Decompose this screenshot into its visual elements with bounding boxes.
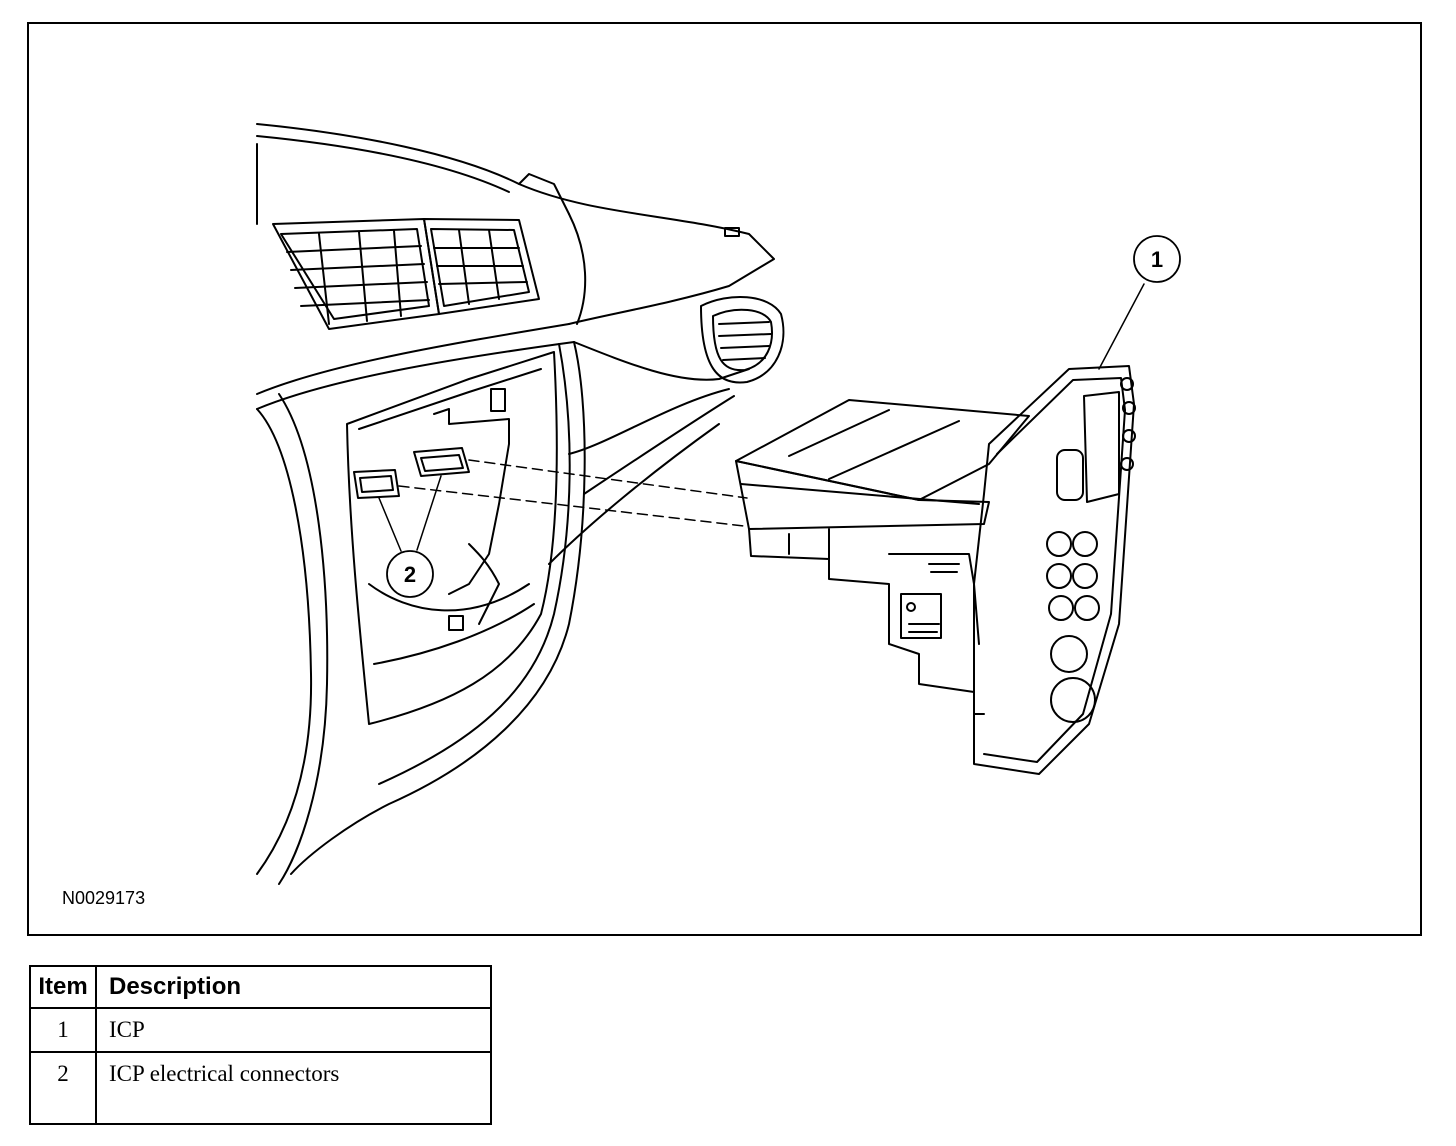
row-description: ICP electrical connectors — [95, 1051, 492, 1125]
row-item: 1 — [29, 1007, 97, 1053]
callout-1-number: 1 — [1151, 247, 1163, 272]
figure-id: N0029173 — [62, 888, 146, 908]
dashboard-outline — [256, 123, 775, 885]
electrical-connector-lower — [353, 469, 400, 499]
callout-2-number: 2 — [404, 562, 416, 587]
callout-1: 1 — [1133, 235, 1181, 283]
table-row: 1 ICP — [29, 1007, 492, 1053]
row-item: 2 — [29, 1051, 97, 1125]
legend-header-row: Item Description — [29, 965, 492, 1009]
header-item: Item — [29, 965, 97, 1009]
callout-2: 2 — [386, 550, 434, 598]
center-air-vents — [272, 218, 540, 330]
table-row: 2 ICP electrical connectors — [29, 1051, 492, 1125]
callout-1-leader — [1098, 283, 1145, 370]
dashboard-illustration: 1 2 — [256, 123, 1181, 885]
alignment-lines — [398, 459, 748, 527]
legend-table: Item Description 1 ICP 2 ICP electrical … — [29, 965, 492, 1125]
icp-module — [735, 365, 1136, 775]
header-description: Description — [95, 965, 492, 1009]
icp-cavity — [346, 351, 558, 725]
side-air-vent — [700, 296, 785, 384]
callout-2-leaders — [378, 475, 442, 552]
electrical-connector-upper — [413, 447, 470, 477]
row-description: ICP — [95, 1007, 492, 1053]
diagram-frame: 1 2 N0029173 — [27, 22, 1422, 936]
